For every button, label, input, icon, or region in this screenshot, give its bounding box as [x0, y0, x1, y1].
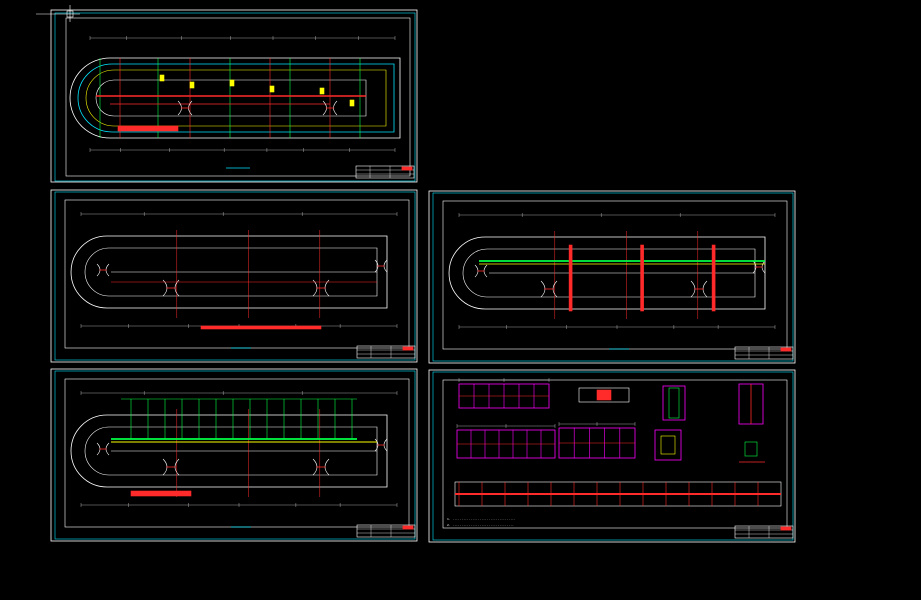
- title-block: [734, 346, 794, 360]
- sheet-frame: [50, 189, 418, 363]
- support-column: [640, 244, 644, 312]
- detail-dimension: [458, 378, 550, 382]
- viewport-frame: [54, 12, 416, 182]
- note-line-1: 1. ...................................: [447, 517, 516, 521]
- detail-truss-c: [558, 422, 636, 459]
- bottom-dimension-chain: [458, 325, 776, 329]
- title-block-frame: [355, 165, 415, 179]
- switch-symbol: [312, 279, 330, 297]
- switch-symbol: [312, 458, 330, 476]
- title-block-frame: [734, 525, 794, 539]
- title-block-stamp: [780, 347, 792, 352]
- crosshair-box: [66, 10, 74, 18]
- title-block: [356, 345, 416, 359]
- title-block: [356, 524, 416, 538]
- inner-loop: [84, 247, 378, 297]
- sheet-4-plan-supports: [50, 368, 418, 542]
- section-core: [596, 389, 612, 401]
- note-line-2: 2. ..................................: [447, 523, 514, 527]
- drawing-border: [442, 379, 788, 529]
- sheet-2-plan-lower-track: [50, 189, 418, 363]
- support-column: [711, 244, 716, 312]
- small-detail: [744, 441, 758, 457]
- switch-symbol: [690, 280, 708, 298]
- title-block-frame: [734, 346, 794, 360]
- marker: [189, 81, 195, 89]
- switch-symbol: [162, 458, 180, 476]
- bottom-dimension-chain: [80, 503, 398, 507]
- viewport-frame: [432, 192, 794, 362]
- detail-dimension: [558, 422, 636, 426]
- support-column: [568, 244, 573, 312]
- detail-small: [739, 441, 765, 463]
- title-block-stamp: [401, 166, 413, 171]
- switch-symbol: [177, 100, 193, 116]
- sheet-frame: [50, 9, 418, 183]
- title-block-stamp: [402, 346, 414, 351]
- viewport-frame: [432, 371, 794, 541]
- column-outline: [662, 385, 686, 421]
- platform: [130, 490, 192, 497]
- marker: [229, 79, 235, 87]
- switch-symbol: [96, 263, 110, 277]
- title-block-stamp: [780, 526, 792, 531]
- sheet-1-overall-plan: [50, 9, 418, 183]
- ucs-crosshair-icon: [36, 5, 80, 22]
- viewport-frame: [54, 370, 416, 540]
- sheet-frame: [428, 369, 796, 543]
- top-dimension-chain: [458, 213, 776, 217]
- switch-symbol: [374, 259, 388, 273]
- switch-symbol: [540, 280, 558, 298]
- yellow-loop: [85, 69, 387, 127]
- outer-loop: [69, 57, 401, 139]
- outer-loop: [448, 236, 766, 310]
- drawing-border: [65, 17, 411, 177]
- inner-loop: [462, 248, 756, 298]
- inner-loop: [84, 426, 378, 476]
- top-dimension-chain: [89, 36, 396, 40]
- detail-dimension: [456, 424, 556, 428]
- sheet-frame: [428, 190, 796, 364]
- detail-truss-b: [456, 424, 556, 459]
- column-core: [668, 387, 680, 419]
- viewport-frame: [54, 191, 416, 361]
- marker: [349, 99, 355, 107]
- marker: [319, 87, 325, 95]
- sheet-frame: [50, 368, 418, 542]
- detail-column: [662, 385, 686, 421]
- platform: [200, 325, 322, 330]
- detail-truss-a: [458, 378, 550, 409]
- title-block-frame: [356, 524, 416, 538]
- section-outline: [578, 387, 630, 403]
- outer-loop: [70, 414, 388, 488]
- switch-symbol: [96, 442, 110, 456]
- cyan-loop: [77, 63, 395, 133]
- switch-symbol: [162, 279, 180, 297]
- marker: [159, 74, 165, 82]
- switch-symbol: [474, 264, 488, 278]
- title-block: [734, 525, 794, 539]
- detail-long-beam: [454, 481, 782, 507]
- marker: [269, 85, 275, 93]
- top-dimension-chain: [80, 391, 398, 395]
- title-block-stamp: [402, 525, 414, 530]
- platform: [117, 125, 179, 132]
- detail-box: [654, 429, 682, 461]
- sheet-5-detail-sections: 1. ................................... 2.…: [428, 369, 796, 543]
- sheet-3-plan-upper-track: [428, 190, 796, 364]
- title-block: [355, 165, 415, 179]
- detail-column-b: [738, 383, 764, 425]
- box-outline: [654, 429, 682, 461]
- switch-symbol: [374, 438, 388, 452]
- outer-loop: [70, 235, 388, 309]
- top-dimension-chain: [80, 212, 398, 216]
- title-block-frame: [356, 345, 416, 359]
- switch-symbol: [322, 100, 338, 116]
- detail-section-a: [578, 387, 630, 403]
- box-core: [660, 435, 676, 455]
- inner-loop: [95, 79, 367, 117]
- bottom-dimension-chain: [89, 148, 396, 152]
- switch-symbol: [752, 260, 766, 274]
